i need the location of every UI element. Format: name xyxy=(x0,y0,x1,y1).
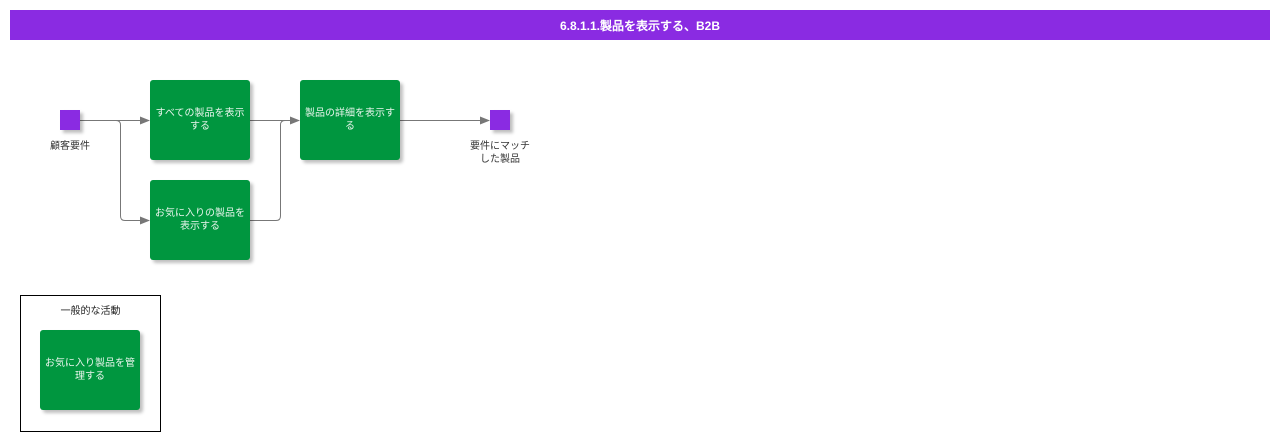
activity-manage-favorite-products[interactable]: お気に入り製品を管理する xyxy=(40,330,140,410)
diagram-title: 6.8.1.1.製品を表示する、B2B xyxy=(559,18,721,33)
connector-favorites-to-details xyxy=(250,120,286,221)
connector-start-to-favorites xyxy=(115,120,150,225)
diagram-title-bar: 6.8.1.1.製品を表示する、B2B xyxy=(10,10,1270,40)
start-event[interactable] xyxy=(60,110,80,130)
activity-show-all-products[interactable]: すべての製品を表示する xyxy=(150,80,250,160)
end-event[interactable] xyxy=(490,110,510,130)
activity-label: 製品の詳細を表示する xyxy=(305,108,395,132)
activity-label: お気に入りの製品を表示する xyxy=(155,208,245,232)
activity-show-favorite-products[interactable]: お気に入りの製品を表示する xyxy=(150,180,250,260)
activity-show-product-details[interactable]: 製品の詳細を表示する xyxy=(300,80,400,160)
start-event-label: 顧客要件 xyxy=(50,141,90,152)
end-event-label-line1: 要件にマッチ xyxy=(470,141,530,152)
end-event-label: 要件にマッチ した製品 xyxy=(460,140,540,166)
activity-label: お気に入り製品を管理する xyxy=(45,358,135,382)
end-event-label-line2: した製品 xyxy=(480,154,520,165)
activity-label: すべての製品を表示する xyxy=(155,108,245,132)
general-activities-title: 一般的な活動 xyxy=(60,306,121,317)
